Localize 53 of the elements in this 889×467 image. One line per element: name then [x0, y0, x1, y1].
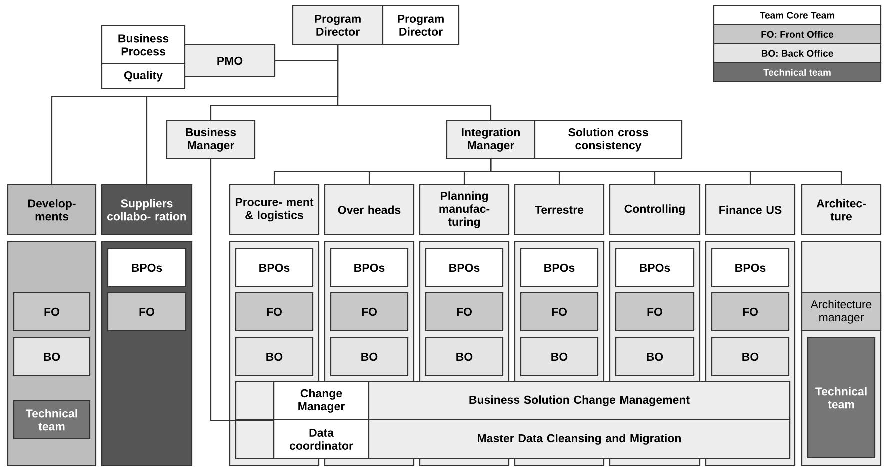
legend-text: BO: Back Office: [762, 50, 834, 57]
org-box: Business Manager: [166, 120, 256, 160]
org-box: Quality: [101, 63, 186, 90]
org-box: BO: [520, 337, 599, 377]
org-box: BPOs: [330, 248, 409, 288]
org-box: FO: [235, 292, 314, 332]
org-box: FO: [425, 292, 504, 332]
org-box: BO: [425, 337, 504, 377]
legend-text: Technical team: [764, 69, 831, 76]
org-box: FO: [615, 292, 695, 332]
org-box: BPOs: [425, 248, 504, 288]
org-box: Procure- ment & logistics: [229, 184, 320, 236]
org-box: Architec- ture: [801, 184, 882, 236]
org-box: FO: [711, 292, 790, 332]
org-box: Change Manager: [273, 381, 370, 421]
org-box: FO: [330, 292, 409, 332]
org-box: Program Director: [382, 5, 460, 46]
org-box: Suppliers collabo- ration: [101, 184, 193, 236]
org-box: BO: [13, 337, 91, 377]
org-box: BO: [615, 337, 695, 377]
org-box: FO: [520, 292, 599, 332]
org-box: BPOs: [711, 248, 790, 288]
org-box: BPOs: [520, 248, 599, 288]
org-box: Data coordinator: [273, 419, 370, 460]
org-box: BO: [330, 337, 409, 377]
org-box: Business Process: [101, 25, 186, 65]
org-box: PMO: [184, 44, 276, 78]
connector-line: [210, 160, 274, 422]
org-box: Controlling: [609, 184, 701, 236]
org-box: Technical team: [13, 400, 91, 440]
org-box: Program Director: [292, 5, 384, 46]
connector-line: [490, 160, 842, 184]
band-row: Business Solution Change Management: [368, 381, 791, 421]
org-box: Technical team: [807, 337, 876, 459]
org-box: BO: [235, 337, 314, 377]
org-box: Integration Manager: [446, 120, 536, 160]
org-box: Solution cross consistency: [534, 120, 683, 160]
org-box: BO: [711, 337, 790, 377]
org-box: FO: [107, 292, 187, 332]
org-box: BPOs: [235, 248, 314, 288]
connector-line: [337, 46, 492, 120]
legend-text: Team Core Team: [760, 12, 834, 19]
org-box: Planning manufac- turing: [419, 184, 510, 236]
org-box: Develop- ments: [7, 184, 97, 236]
band-row: Master Data Cleansing and Migration: [368, 419, 791, 460]
org-box: Finance US: [705, 184, 796, 236]
org-box: Over heads: [324, 184, 415, 236]
legend-text: FO: Front Office: [762, 31, 834, 38]
role-band: Architecture manager: [801, 292, 882, 332]
org-box: BPOs: [107, 248, 187, 288]
org-box: BPOs: [615, 248, 695, 288]
org-box: FO: [13, 292, 91, 332]
org-box: Terrestre: [514, 184, 605, 236]
